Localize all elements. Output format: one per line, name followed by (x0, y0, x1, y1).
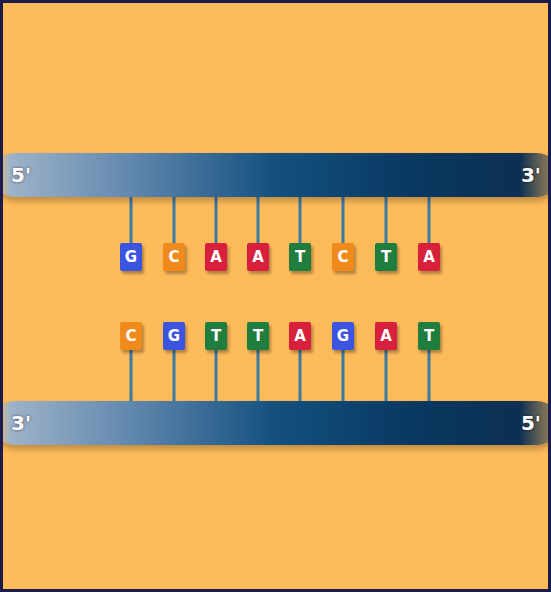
base-letter: A (210, 250, 222, 265)
backbone-stem (299, 350, 302, 401)
nucleotide-base: T (289, 243, 311, 271)
dna-strand: 3' 5' (0, 401, 551, 445)
backbone-stem (257, 197, 260, 243)
nucleotide-base: T (247, 322, 269, 350)
backbone-stem (130, 350, 133, 401)
base-letter: G (337, 329, 349, 344)
base-letter: G (168, 329, 180, 344)
base-letter: A (423, 250, 435, 265)
backbone-stem (428, 197, 431, 243)
strand-end-label: 3' (521, 163, 541, 187)
connector-layer (3, 3, 548, 589)
base-letter: T (211, 329, 221, 344)
backbone-stem (215, 197, 218, 243)
strand-end-label: 5' (521, 411, 541, 435)
nucleotide-base: T (375, 243, 397, 271)
nucleotide-base: A (205, 243, 227, 271)
backbone-stem (299, 197, 302, 243)
base-letter: A (252, 250, 264, 265)
nucleotide-base: T (205, 322, 227, 350)
base-letter: T (381, 250, 391, 265)
nucleotide-base: A (418, 243, 440, 271)
nucleotide-base: C (120, 322, 142, 350)
nucleotide-base: C (163, 243, 185, 271)
nucleotide-base: G (163, 322, 185, 350)
base-letter: C (168, 250, 179, 265)
strand-end-label: 3' (11, 411, 31, 435)
nucleotide-base: A (375, 322, 397, 350)
backbone-stem (342, 350, 345, 401)
base-letter: T (253, 329, 263, 344)
backbone-stem (173, 350, 176, 401)
dna-strand: 5' 3' (0, 153, 551, 197)
strand-end-label: 5' (11, 163, 31, 187)
backbone-stem (342, 197, 345, 243)
base-letter: A (380, 329, 392, 344)
nucleotide-base: C (332, 243, 354, 271)
base-letter: T (295, 250, 305, 265)
base-letter: G (125, 250, 137, 265)
nucleotide-base: A (289, 322, 311, 350)
base-letter: A (294, 329, 306, 344)
base-letter: T (424, 329, 434, 344)
nucleotide-base: G (332, 322, 354, 350)
backbone-stem (385, 197, 388, 243)
base-letter: C (337, 250, 348, 265)
backbone-stem (173, 197, 176, 243)
nucleotide-base: G (120, 243, 142, 271)
nucleotide-base: A (247, 243, 269, 271)
backbone-stem (428, 350, 431, 401)
backbone-stem (385, 350, 388, 401)
backbone-stem (215, 350, 218, 401)
backbone-stem (257, 350, 260, 401)
nucleotide-base: T (418, 322, 440, 350)
base-letter: C (125, 329, 136, 344)
backbone-stem (130, 197, 133, 243)
